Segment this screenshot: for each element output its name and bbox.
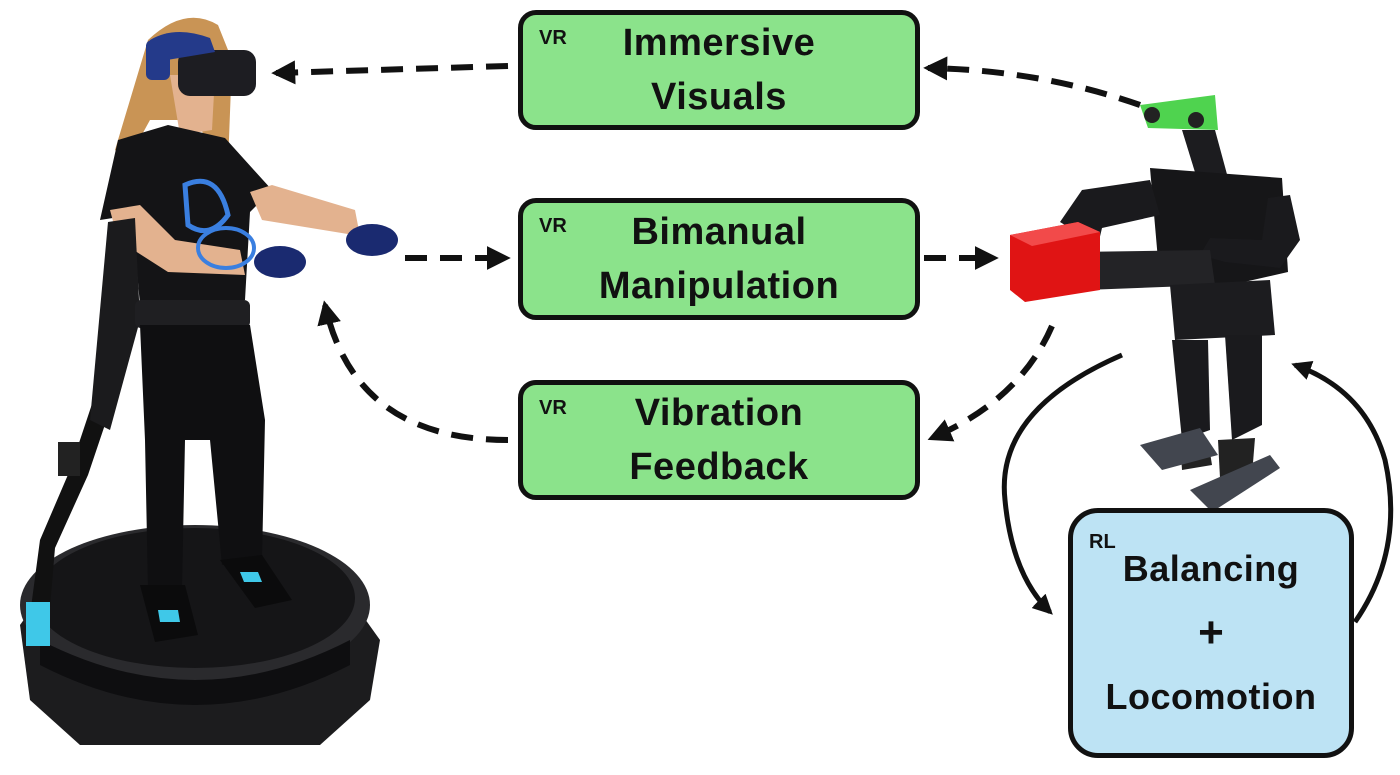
box-title-line2: Locomotion [1105, 676, 1317, 717]
vr-operator-figure [90, 17, 398, 642]
arrow-rl-to-robot [1291, 360, 1394, 624]
arrow-robot-camera-to-visuals [923, 56, 1141, 108]
rl-loop-arrows [1001, 352, 1394, 624]
vr-tag: VR [539, 27, 567, 49]
omnidirectional-treadmill [20, 372, 380, 745]
treadmill-accent-clip [26, 602, 50, 646]
arrow-robot-to-rl [1001, 352, 1123, 615]
balancing-locomotion-box: RL Balancing + Locomotion [1068, 508, 1354, 758]
arrow-robot-to-vibration [927, 324, 1055, 442]
vibration-feedback-box: VR Vibration Feedback [518, 380, 920, 500]
bimanual-manipulation-box: VR Bimanual Manipulation [518, 198, 920, 320]
arrow-vibration-to-controllers [317, 300, 509, 443]
box-title-line1: Balancing [1122, 548, 1300, 589]
box-title-line1: Bimanual [631, 211, 807, 253]
vr-tag: VR [539, 215, 567, 237]
immersive-visuals-box: VR Immersive Visuals [518, 10, 920, 130]
vr-tag: VR [539, 397, 567, 419]
rl-tag: RL [1089, 531, 1116, 553]
plus-sign: + [1198, 608, 1224, 657]
box-title-line1: Vibration [634, 392, 804, 434]
box-title-line2: Feedback [629, 446, 809, 488]
box-title-line2: Visuals [651, 76, 787, 118]
humanoid-robot [1010, 95, 1300, 512]
arrow-visuals-to-headset [271, 60, 509, 85]
box-title-line2: Manipulation [598, 265, 840, 307]
connection-arrows [271, 56, 1141, 443]
box-title-line1: Immersive [622, 22, 816, 64]
